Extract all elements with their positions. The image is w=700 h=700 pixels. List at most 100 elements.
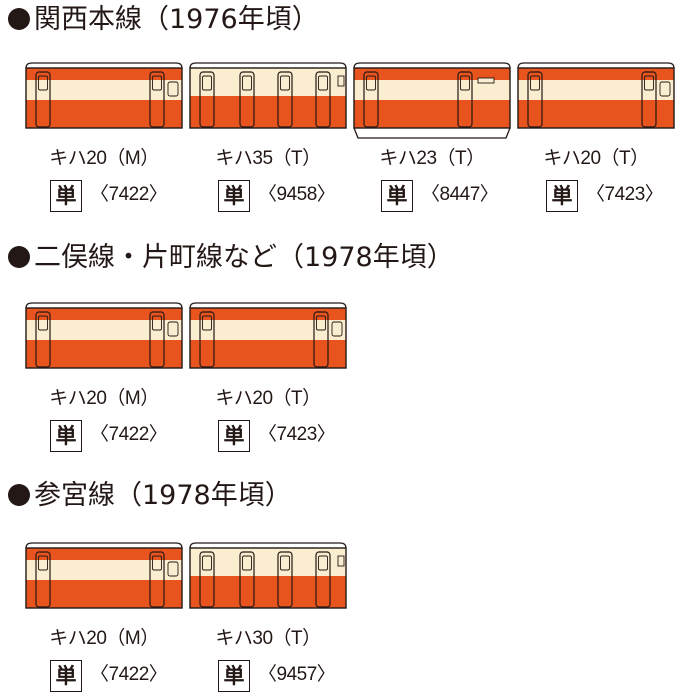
single-car-badge: 単 [546,180,578,212]
body-orange-lower [190,576,346,608]
door-window [460,75,470,91]
body-orange-lower [26,580,182,608]
single-car-badge: 単 [50,420,82,452]
door [363,71,379,128]
single-car-badge: 単 [50,180,82,212]
bullet-icon [8,246,30,268]
single-car-badge: 単 [218,420,250,452]
single-car-badge: 単 [218,660,250,692]
body-outline [25,547,183,609]
door [315,551,331,608]
door-window [318,75,328,91]
car-name: キハ20（M） [49,628,159,649]
railcar-kiha20-illustration [25,302,183,369]
door-window [202,555,212,571]
door-window [242,555,252,571]
cab-window [167,81,179,97]
single-car-badge: 単 [381,180,413,212]
railcar-kiha20-illustration [25,542,183,609]
door [35,311,51,368]
door-window [152,555,162,571]
product-code-row: 単 〈9458〉 [218,180,348,214]
door-window [38,555,48,571]
cab-window [331,321,343,337]
section-title-text: 参宮線（1978年頃） [34,480,292,511]
railcar-kiha35-illustration [189,62,347,129]
product-code: 〈7422〉 [90,424,168,445]
body-orange-lower [518,100,674,128]
roof [353,62,511,69]
body-orange-top [518,68,674,80]
body-orange-top [26,68,182,80]
car-name: キハ23（T） [379,148,485,169]
product-code-row: 単 〈7422〉 [50,180,180,214]
body-outline [25,307,183,369]
product-code: 〈9458〉 [258,184,336,205]
door-window [152,75,162,91]
product-code: 〈8447〉 [421,184,499,205]
body-orange-lower [354,100,510,128]
section-title: 二俣線・片町線など（1978年頃） [8,242,454,274]
section-title-text: 関西本線（1976年頃） [34,4,319,35]
section-title-text: 二俣線・片町線など（1978年頃） [34,242,454,273]
skirt [353,127,511,139]
roof [189,302,347,309]
product-code-row: 単 〈7422〉 [50,660,180,694]
door [149,71,165,128]
door [35,71,51,128]
railcar-kiha30-illustration [189,542,347,609]
body-outline [189,547,347,609]
bullet-icon [8,484,30,506]
product-code: 〈7423〉 [586,184,664,205]
door [149,311,165,368]
cab-window [659,81,671,97]
body-cream-band [190,320,346,340]
door-window [242,75,252,91]
product-code: 〈7422〉 [90,184,168,205]
product-code-row: 単 〈7423〉 [546,180,676,214]
section-title: 関西本線（1976年頃） [8,4,319,36]
door [239,71,255,128]
product-code-row: 単 〈7423〉 [218,420,348,454]
car-name: キハ30（T） [215,628,321,649]
railcar-kiha20-illustration [189,302,347,369]
destination-sign [477,77,495,84]
body-cream-band [518,80,674,100]
door-window [152,315,162,331]
door [199,551,215,608]
product-code: 〈7422〉 [90,664,168,685]
door [199,71,215,128]
door-window [318,555,328,571]
body-orange-top [26,548,182,560]
single-car-badge: 単 [50,660,82,692]
door-window [644,75,654,91]
body-outline [25,67,183,129]
door-window [202,315,212,331]
door-window [38,315,48,331]
body-outline [517,67,675,129]
door-window [202,75,212,91]
door [457,71,473,128]
body-cream-band [354,80,510,100]
door [199,311,215,368]
door [239,551,255,608]
car-name: キハ20（M） [49,388,159,409]
body-cream-band [26,560,182,580]
product-code-row: 単 〈9457〉 [218,660,348,694]
body-cream-upper [190,68,346,96]
body-orange-top [190,308,346,320]
single-car-badge: 単 [218,180,250,212]
door [313,311,329,368]
body-orange-lower [26,100,182,128]
door-window [280,75,290,91]
car-name: キハ35（T） [215,148,321,169]
door [277,71,293,128]
body-outline [189,307,347,369]
product-code: 〈9457〉 [258,664,336,685]
section-title: 参宮線（1978年頃） [8,480,292,512]
door [149,551,165,608]
roof [25,62,183,69]
roof [189,62,347,69]
body-outline [189,67,347,129]
bullet-icon [8,8,30,30]
